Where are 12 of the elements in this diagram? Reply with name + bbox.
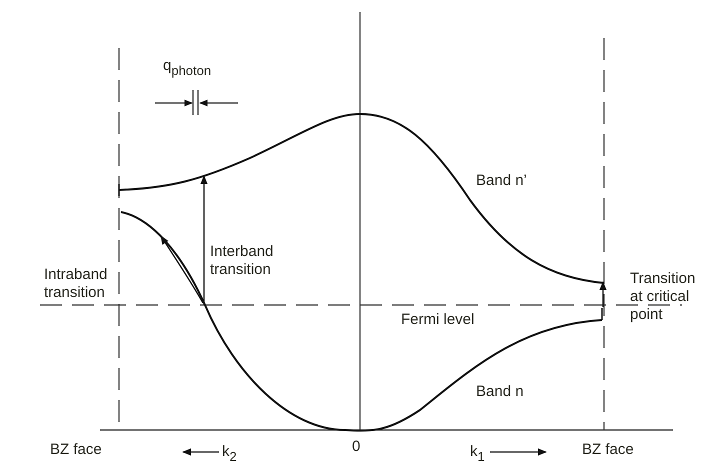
wavevector-label: k$_{1}$ [470,443,485,466]
zone-label: BZ face [50,441,102,459]
origin-label: 0 [352,438,360,456]
subscript-label: q$_{photon}$ [163,57,212,80]
wavevector-label: k$_{2}$ [222,443,237,466]
band-label: Band n’ [476,172,527,190]
transition-label: Transition at critical point [630,270,696,324]
level-label: Fermi level [401,311,474,329]
transition-label: Intraband transition [44,266,108,302]
transition-label: Interband transition [210,243,274,279]
zone-label: BZ face [582,441,634,459]
band-label: Band n [476,383,524,401]
